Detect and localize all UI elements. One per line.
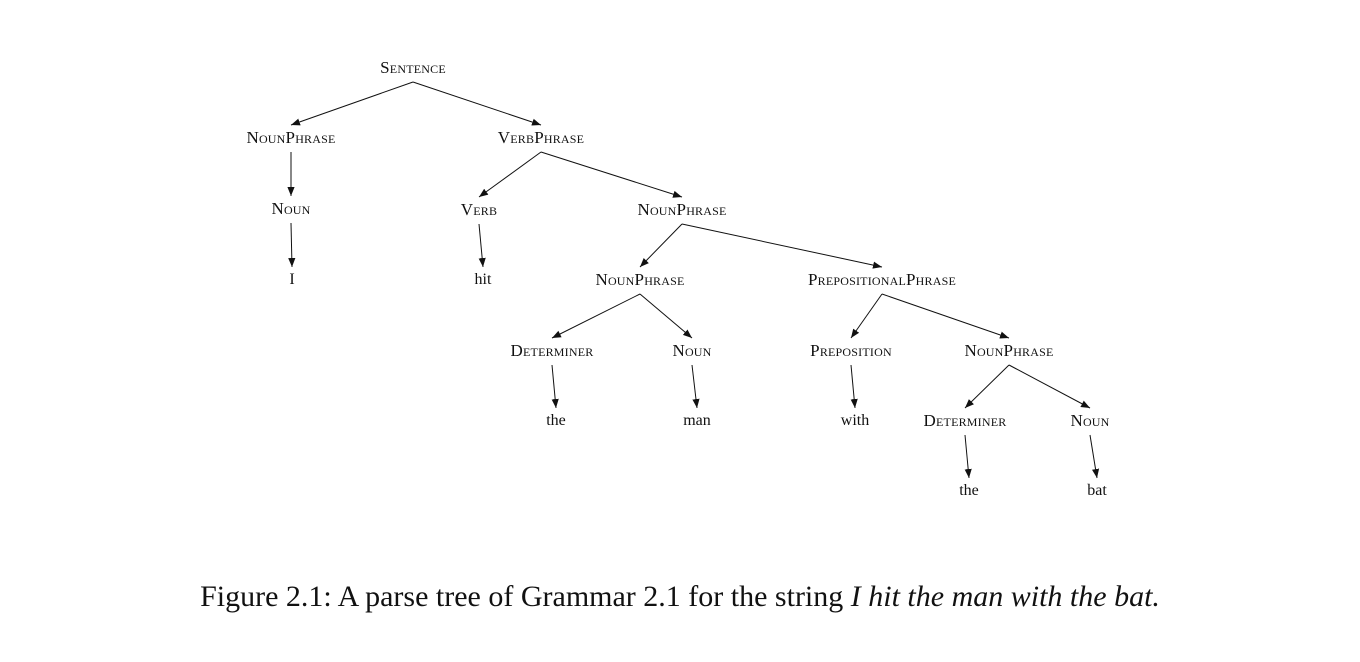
edge-s-to-np1 — [290, 81, 414, 126]
edge-vp-to-v — [478, 151, 542, 198]
tree-node-v: Verb — [460, 200, 498, 219]
edge-pp-to-p — [850, 293, 883, 339]
edge-s-to-vp — [412, 81, 542, 126]
figure-caption: Figure 2.1: A parse tree of Grammar 2.1 … — [0, 580, 1360, 614]
tree-leaf-w_with: with — [840, 412, 870, 429]
edge-np3-to-n2 — [639, 293, 693, 339]
edge-n3-to-w_bat — [1089, 434, 1100, 479]
tree-node-vp: VerbPhrase — [497, 128, 585, 147]
tree-node-np2: NounPhrase — [637, 200, 727, 219]
caption-text: Figure 2.1: A parse tree of Grammar 2.1 … — [200, 580, 851, 613]
tree-node-n3: Noun — [1070, 411, 1110, 430]
edge-v-to-w_hit — [478, 223, 486, 268]
tree-node-s: Sentence — [380, 58, 446, 77]
edge-p-to-w_with — [850, 364, 858, 409]
tree-node-np1: NounPhrase — [246, 128, 336, 147]
tree-leaf-w_hit: hit — [474, 271, 492, 288]
edge-n2-to-w_man — [691, 364, 700, 409]
tree-node-np3: NounPhrase — [595, 270, 685, 289]
tree-leaf-w_the2: the — [959, 482, 979, 499]
tree-leaf-w_man: man — [683, 412, 711, 429]
tree-node-pp: PrepositionalPhrase — [807, 270, 957, 289]
edge-np2-to-pp — [681, 223, 883, 269]
caption-example-string: I hit the man with the bat. — [850, 580, 1160, 613]
parse-tree-edges — [287, 81, 1100, 479]
tree-leaf-w_i: I — [289, 271, 295, 288]
tree-node-d1: Determiner — [510, 341, 594, 360]
tree-leaf-w_bat: bat — [1087, 482, 1107, 499]
edge-d2-to-w_the2 — [964, 434, 972, 479]
tree-node-n1: Noun — [271, 199, 311, 218]
tree-node-d2: Determiner — [923, 411, 1007, 430]
tree-node-np4: NounPhrase — [964, 341, 1054, 360]
edge-np4-to-n3 — [1008, 364, 1091, 409]
edge-np4-to-d2 — [964, 364, 1010, 409]
tree-node-p: Preposition — [810, 341, 892, 360]
edge-d1-to-w_the1 — [551, 364, 559, 409]
edge-np3-to-d1 — [551, 293, 641, 339]
edge-n1-to-w_i — [288, 222, 296, 268]
edge-vp-to-np2 — [540, 151, 683, 198]
tree-node-n2: Noun — [672, 341, 712, 360]
tree-leaf-w_the1: the — [546, 412, 566, 429]
edge-np2-to-np3 — [639, 223, 683, 268]
edge-pp-to-np4 — [881, 293, 1010, 339]
